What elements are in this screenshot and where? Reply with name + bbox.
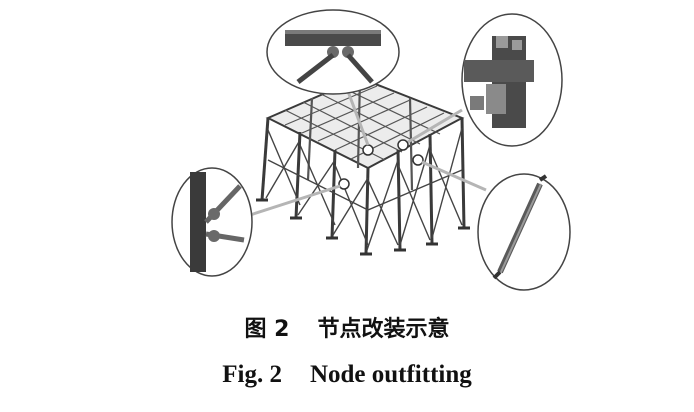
- caption-cn-text: 节点改装示意: [317, 317, 450, 342]
- caption-en-text: Node outfitting: [309, 361, 472, 388]
- node-outfitting-figure: [171, 9, 571, 291]
- beam-column-node-detail: [461, 13, 563, 147]
- caption-en-label: Fig. 2: [222, 361, 282, 388]
- top-node-detail: [266, 9, 400, 95]
- diagonal-rod-detail: [477, 173, 571, 291]
- caption-cn-label: 图 2: [244, 317, 290, 342]
- figure-caption-english: Fig. 2 Node outfitting: [0, 361, 694, 389]
- side-brace-node-detail: [171, 167, 253, 277]
- scaffold-frame: [256, 76, 470, 256]
- callout-lines: [249, 85, 487, 217]
- figure-caption-chinese: 图 2 节点改装示意: [0, 311, 694, 343]
